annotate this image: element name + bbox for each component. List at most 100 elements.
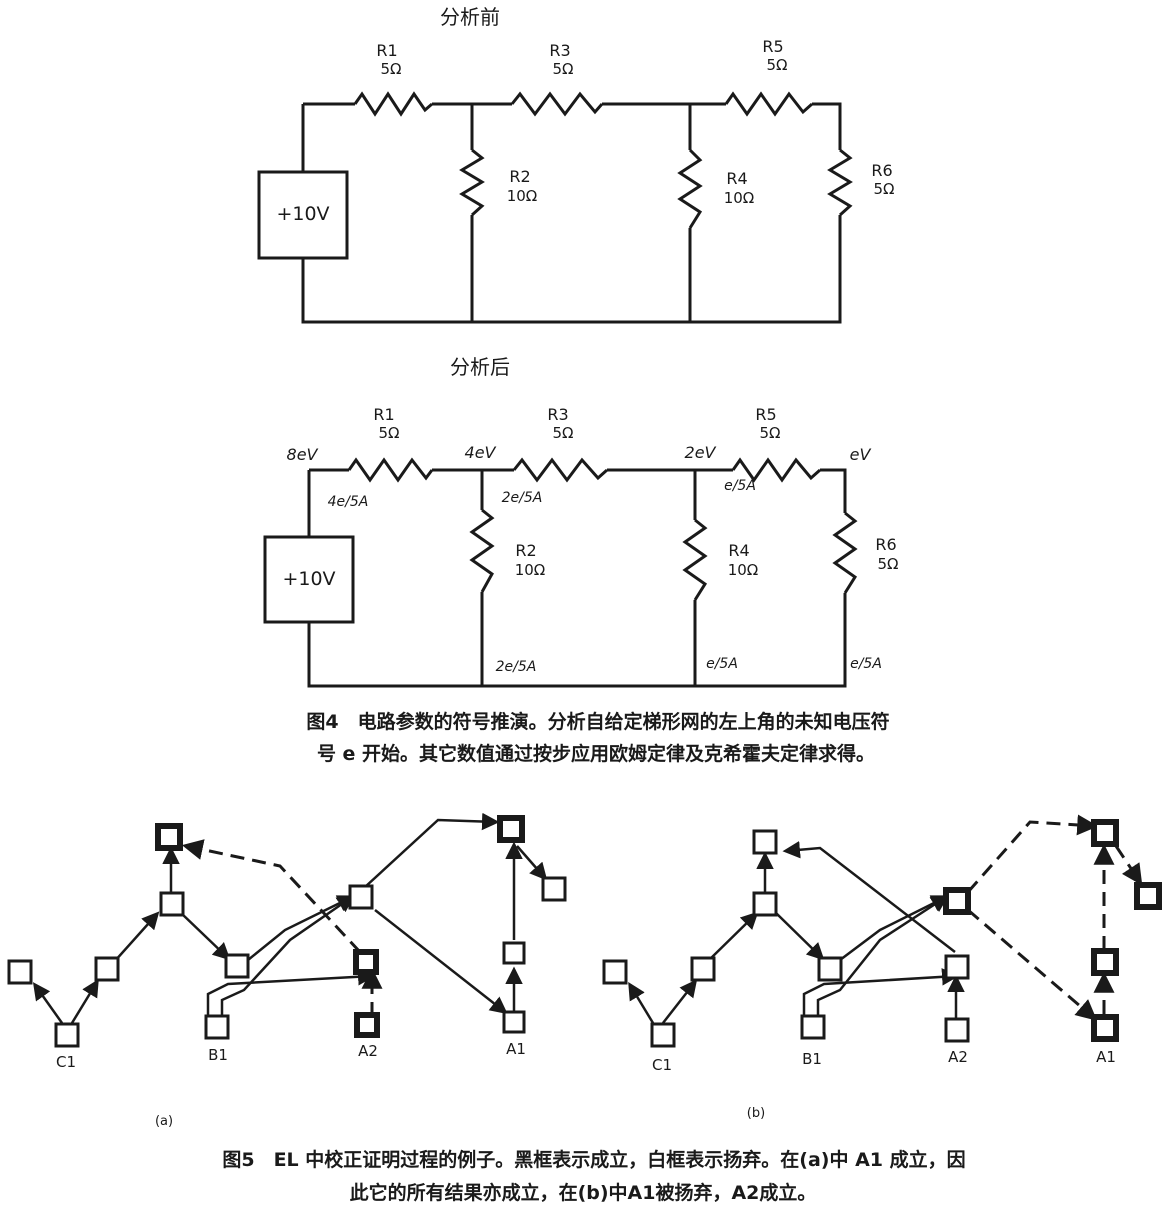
figure4-caption-line1: 图4 电路参数的符号推演。分析自给定梯形网的左上角的未知电压符 <box>306 710 889 733</box>
proof-node-a-b1 <box>204 1014 230 1040</box>
proof-node-b-n2 <box>752 891 778 917</box>
resistor-r1-after <box>347 457 434 483</box>
proof-node-a-top-left <box>155 823 183 851</box>
r6-value-before: 5Ω <box>873 180 894 198</box>
r4-value-before: 10Ω <box>724 189 755 207</box>
proof-node-a-n1 <box>94 956 120 982</box>
figure5-caption-line2: 此它的所有结果亦成立，在(b)中A1被扬弃，A2成立。 <box>350 1181 817 1204</box>
resistor-r2-after <box>469 508 495 593</box>
node-label-b-a2: A2 <box>948 1048 968 1066</box>
r2-value-before: 10Ω <box>507 187 538 205</box>
proof-node-a-n3 <box>224 953 250 979</box>
node-label-a-b1: B1 <box>208 1046 228 1064</box>
node-label-b-c1: C1 <box>652 1056 672 1074</box>
r6-name-before: R6 <box>871 161 892 180</box>
r5-value-after: 5Ω <box>759 424 780 442</box>
proof-tree-b: C1 B1 A2 A1 (b) <box>602 814 1162 1121</box>
node-voltage-2: 4eV <box>465 443 497 462</box>
node-label-a-a1: A1 <box>506 1040 526 1058</box>
proof-node-a-a1-mid <box>502 941 526 965</box>
panel-a-label: (a) <box>155 1114 173 1129</box>
proof-tree-a: C1 B1 A2 A1 (a) <box>7 812 567 1129</box>
after-title: 分析后 <box>450 355 510 379</box>
proof-node-a-side <box>541 876 567 902</box>
top-wire-before <box>303 102 842 150</box>
proof-node-b-leaf-1 <box>602 959 628 985</box>
resistor-r3-after <box>512 457 608 483</box>
r5-name-after: R5 <box>755 405 776 424</box>
solid-edges-a <box>32 812 548 1024</box>
r4-name-after: R4 <box>728 541 749 560</box>
r2-name-after: R2 <box>515 541 536 560</box>
resistor-r5-after <box>731 457 821 483</box>
node-voltage-3: 2eV <box>685 443 717 462</box>
r5-value-before: 5Ω <box>766 56 787 74</box>
solid-edges-b <box>628 841 965 1024</box>
proof-node-b-center <box>943 887 971 915</box>
resistor-r6-after <box>832 511 858 594</box>
proof-node-b-c1 <box>650 1022 676 1048</box>
side-wires-before <box>301 104 842 324</box>
proof-node-a-top-right <box>497 815 525 843</box>
r3-name-after: R3 <box>547 405 568 424</box>
side-wires-after <box>307 470 847 688</box>
proof-node-a-mid-right <box>353 949 379 975</box>
proof-node-b-b1 <box>800 1014 826 1040</box>
current-r2-top: 2e/5A <box>502 490 543 506</box>
r1-value-before: 5Ω <box>380 60 401 78</box>
proof-node-b-n1 <box>690 956 716 982</box>
dashed-edges-b <box>966 814 1143 1021</box>
proof-node-b-a1 <box>1091 1014 1119 1042</box>
r3-value-before: 5Ω <box>552 60 573 78</box>
node-label-a-c1: C1 <box>56 1053 76 1071</box>
proof-node-a-leaf-1 <box>7 959 33 985</box>
r4-name-before: R4 <box>726 169 747 188</box>
resistor-r6-before <box>827 148 853 217</box>
shunt-wires-before <box>470 104 692 322</box>
proof-node-b-top-right <box>1091 819 1119 847</box>
source-label-after: +10V <box>282 568 335 590</box>
r6-name-after: R6 <box>875 535 896 554</box>
node-label-b-b1: B1 <box>802 1050 822 1068</box>
current-r6-bottom: e/5A <box>850 656 882 672</box>
r4-value-after: 10Ω <box>728 561 759 579</box>
voltage-source-after <box>263 535 355 624</box>
r1-name-after: R1 <box>373 405 394 424</box>
r2-value-after: 10Ω <box>515 561 546 579</box>
r1-name-before: R1 <box>376 41 397 60</box>
current-r4-top: e/5A <box>724 478 756 494</box>
resistor-r3-before <box>510 91 604 117</box>
node-voltage-4: eV <box>850 445 872 464</box>
proof-node-b-n3 <box>817 956 843 982</box>
proof-node-a-n2 <box>159 891 185 917</box>
proof-node-b-top-left <box>752 829 778 855</box>
circuit-after: 分析后 +10V R1 5Ω R3 5Ω R5 5Ω R2 10Ω R4 10Ω… <box>263 355 899 688</box>
proof-node-b-side <box>1134 882 1162 910</box>
proof-node-a-c1 <box>54 1022 80 1048</box>
proof-node-a-a2 <box>354 1012 380 1038</box>
before-title: 分析前 <box>440 5 500 29</box>
node-label-b-a1: A1 <box>1096 1048 1116 1066</box>
proof-node-b-a1-mid <box>1091 948 1119 976</box>
source-label-before: +10V <box>276 203 329 225</box>
r2-name-before: R2 <box>509 167 530 186</box>
voltage-source-before <box>257 170 349 260</box>
proof-node-b-mid-right <box>944 954 970 980</box>
current-r4-bottom: e/5A <box>706 656 738 672</box>
figure4-caption-line2: 号 e 开始。其它数值通过按步应用欧姆定律及克希霍夫定律求得。 <box>317 742 875 765</box>
r3-name-before: R3 <box>549 41 570 60</box>
current-source: 4e/5A <box>328 494 369 510</box>
circuit-before: 分析前 +10V R1 5Ω R3 5Ω R5 5Ω R2 10Ω R4 10Ω… <box>257 5 895 324</box>
dashed-edges-a <box>181 839 383 1016</box>
resistor-r4-before <box>677 148 703 229</box>
r6-value-after: 5Ω <box>877 555 898 573</box>
r1-value-after: 5Ω <box>378 424 399 442</box>
resistor-r5-before <box>724 91 813 117</box>
resistor-r1-before <box>353 91 433 117</box>
r5-name-before: R5 <box>762 37 783 56</box>
shunt-wires-after <box>480 470 697 686</box>
panel-b-label: (b) <box>747 1106 765 1121</box>
current-r2-bottom: 2e/5A <box>496 659 537 675</box>
node-voltage-1: 8eV <box>287 445 319 464</box>
